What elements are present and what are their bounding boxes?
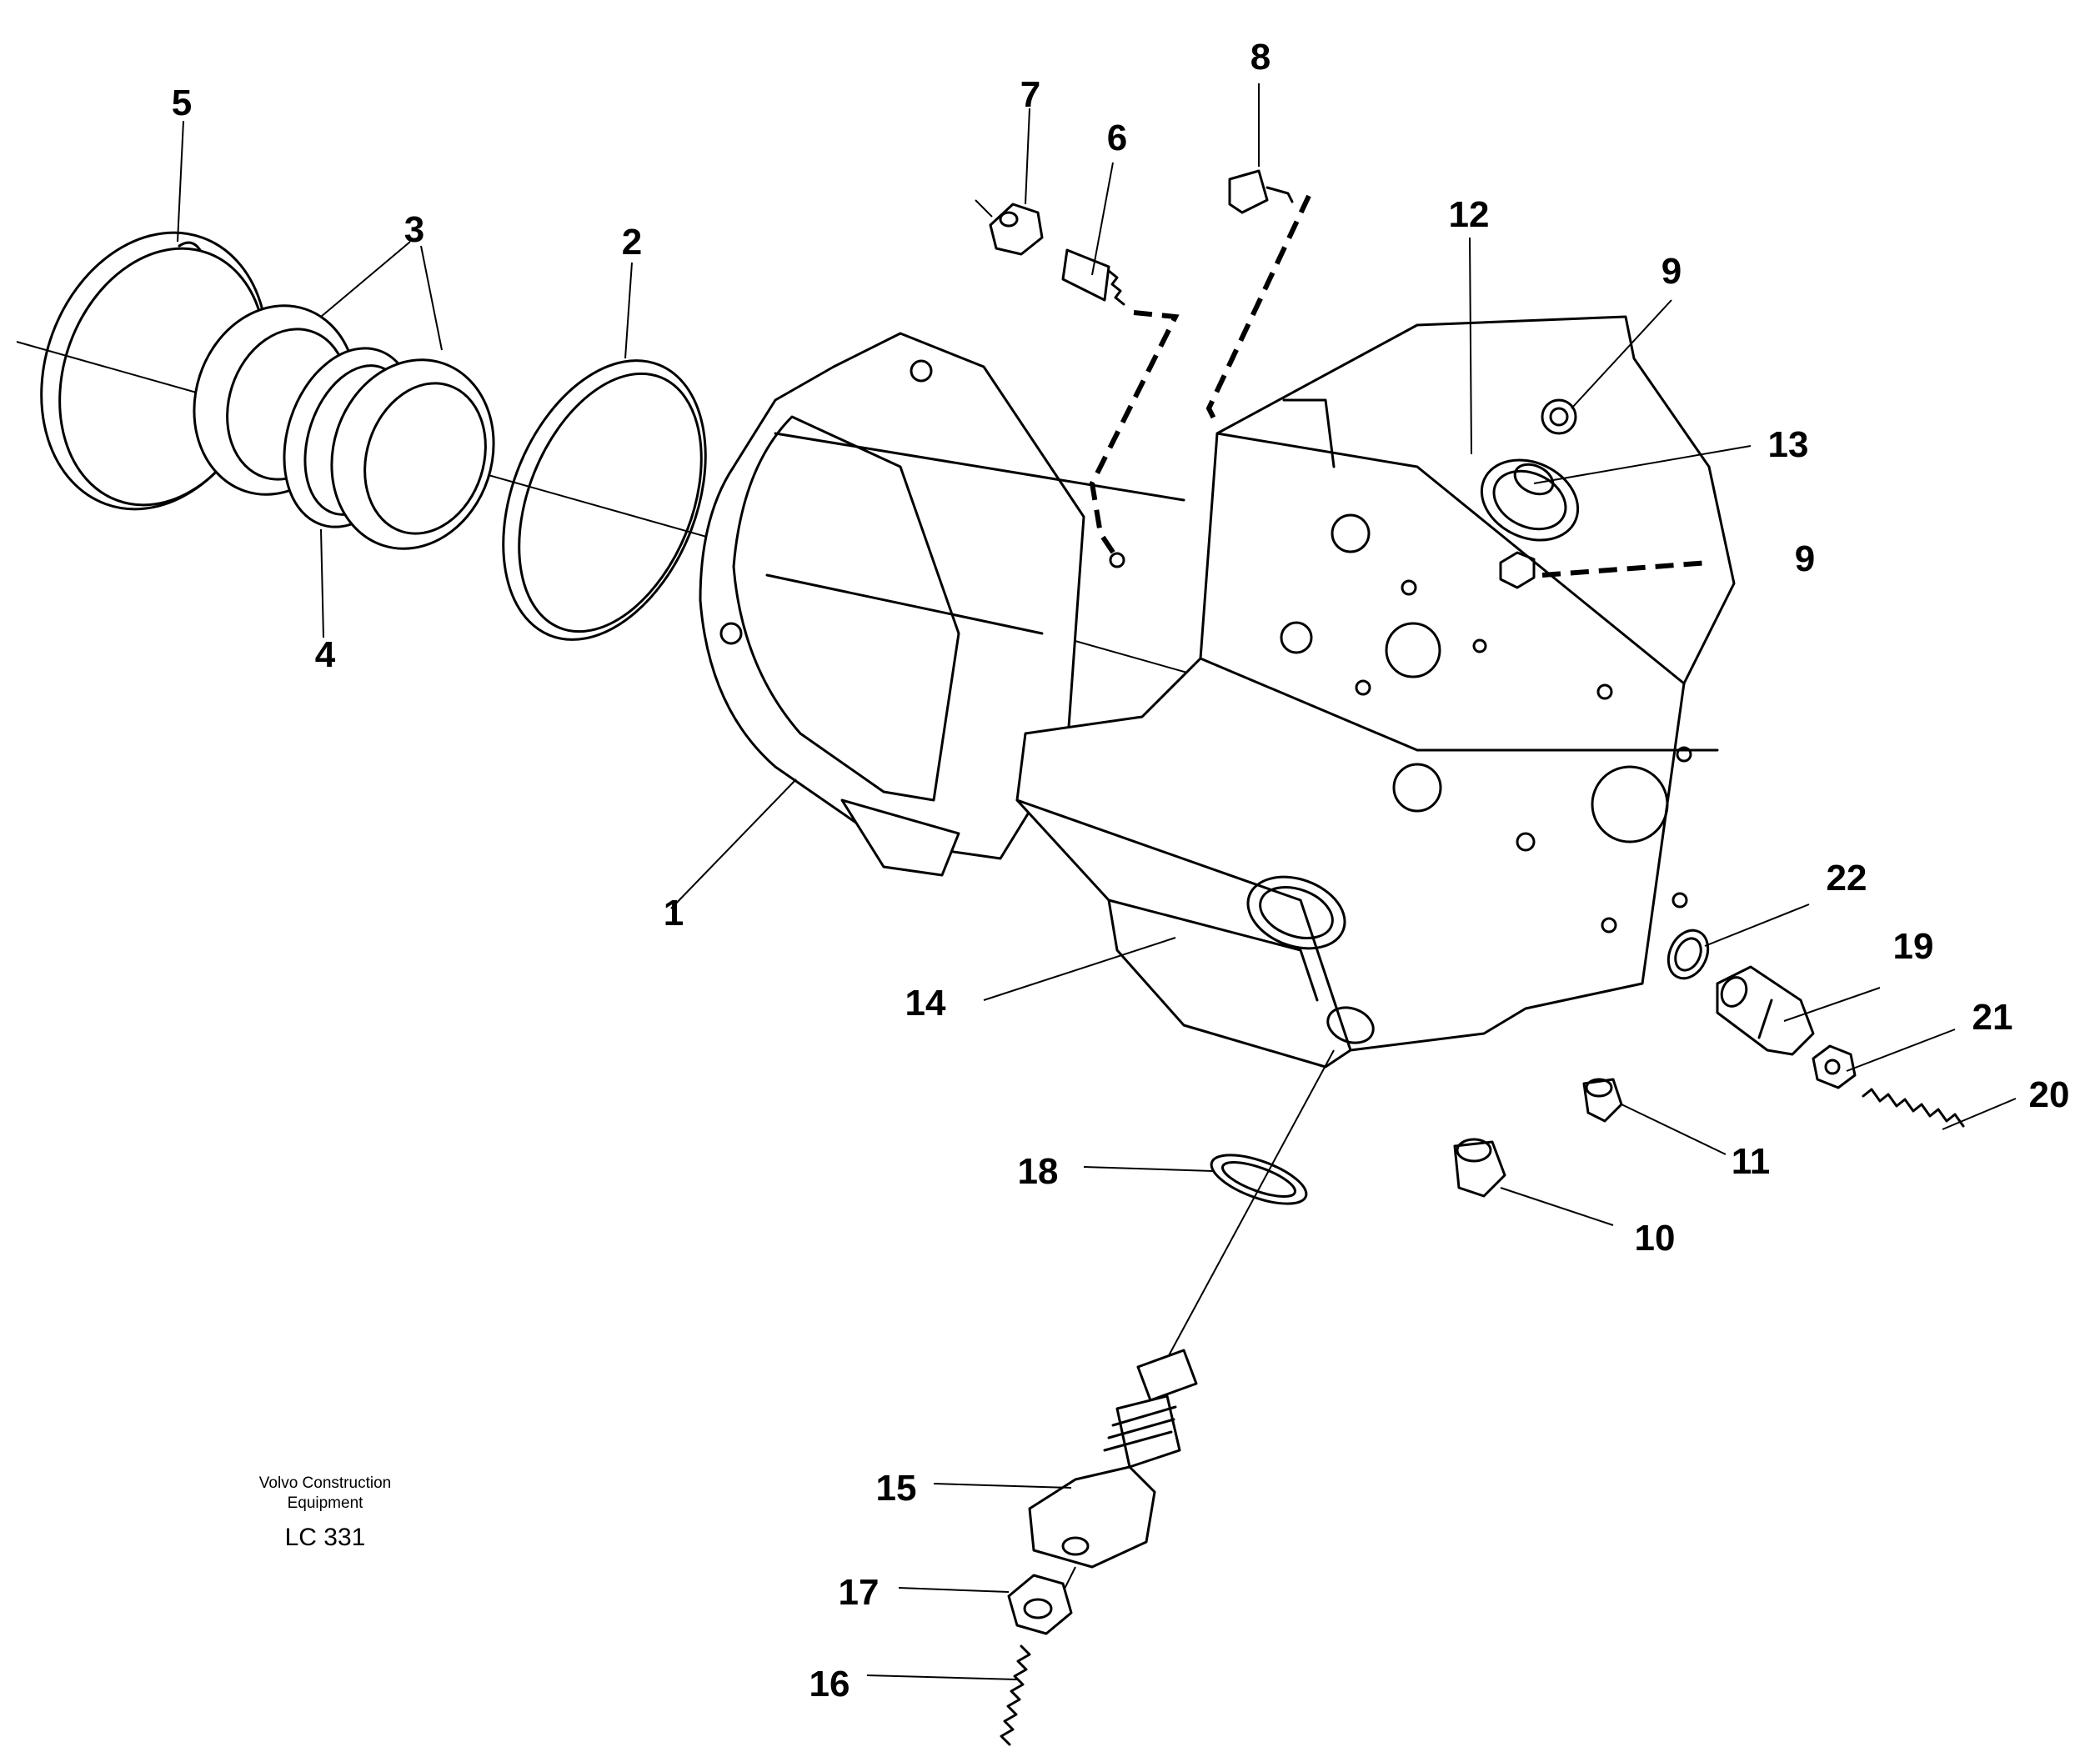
spring-part-20 <box>1862 1088 1965 1128</box>
screw-part-6 <box>1061 248 1180 568</box>
plug-part-10 <box>1453 1138 1506 1198</box>
callout-17: 17 <box>839 1572 880 1613</box>
nut-part-7 <box>975 199 1044 256</box>
callout-10: 10 <box>1635 1218 1676 1259</box>
o-ring-part-2 <box>502 359 707 641</box>
valve-part-19 <box>1716 965 1815 1056</box>
callout-12: 12 <box>1449 194 1490 235</box>
housing-part-1 <box>699 332 1185 877</box>
callout-3: 3 <box>404 209 424 250</box>
plug-part-8 <box>1205 169 1311 427</box>
callout-5: 5 <box>172 83 192 123</box>
publisher-caption: Volvo Construction Equipment LC 331 <box>200 1474 450 1552</box>
callout-9-top: 9 <box>1661 251 1682 292</box>
callout-4: 4 <box>315 634 336 675</box>
seal-ring-part-3b <box>330 358 495 550</box>
callout-1: 1 <box>664 893 684 934</box>
plug-part-9 <box>1499 551 1710 589</box>
plug-part-11 <box>1582 1078 1623 1123</box>
callout-19: 19 <box>1893 926 1934 967</box>
callout-13: 13 <box>1768 424 1809 465</box>
caption-line-1: Volvo Construction <box>258 1474 392 1492</box>
callout-9-side: 9 <box>1795 538 1815 579</box>
nut-part-17 <box>1007 1574 1073 1635</box>
callout-7: 7 <box>1020 74 1040 115</box>
leader-lines <box>177 83 2017 1680</box>
callout-16: 16 <box>809 1664 850 1704</box>
seal-ring-part-18 <box>1210 1154 1308 1205</box>
valve-block <box>1015 315 1736 1069</box>
nut-part-21 <box>1812 1044 1857 1089</box>
callout-22: 22 <box>1827 858 1867 899</box>
callout-18: 18 <box>1018 1151 1059 1192</box>
callout-14: 14 <box>905 983 946 1024</box>
relief-valve-part-15 <box>1028 1049 1335 1609</box>
callout-11: 11 <box>1732 1141 1771 1182</box>
callout-20: 20 <box>2029 1074 2070 1115</box>
callout-21: 21 <box>1972 997 2013 1038</box>
callout-15: 15 <box>876 1468 917 1509</box>
callout-8: 8 <box>1250 37 1271 78</box>
callout-6: 6 <box>1107 118 1127 158</box>
spring-part-16 <box>1000 1644 1031 1746</box>
seal-ring-part-22 <box>1666 929 1710 980</box>
caption-line-2: Equipment <box>287 1494 363 1512</box>
drawing-code: LC 331 <box>284 1524 366 1551</box>
callout-2: 2 <box>622 222 642 263</box>
